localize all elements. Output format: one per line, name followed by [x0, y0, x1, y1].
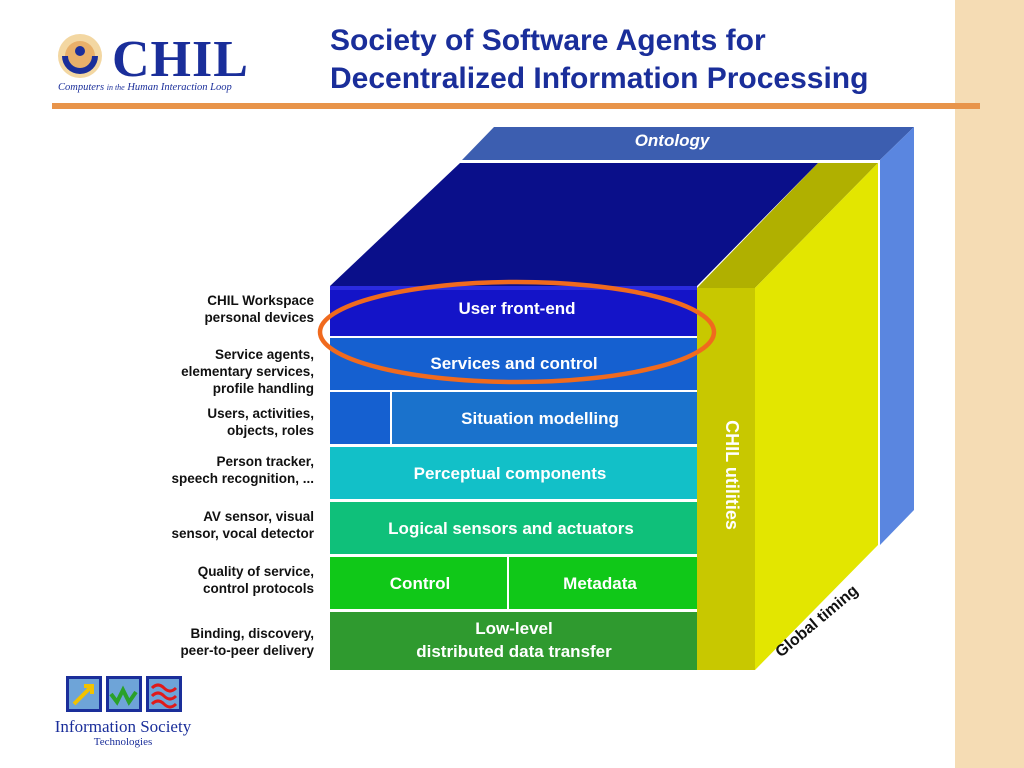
layer-control-label: Control — [390, 574, 450, 593]
ontology-side-face — [880, 127, 914, 545]
utilities-side-face — [755, 163, 878, 670]
highlight-ellipse — [317, 279, 717, 385]
ist-emblem-icon — [66, 676, 182, 712]
side-label-av-sensor: AV sensor, visual sensor, vocal detector — [120, 508, 314, 542]
utilities-front-face — [697, 288, 755, 670]
side-label-binding-line-1: Binding, discovery, — [190, 626, 314, 641]
chil-tagline: Computers in the Human Interaction Loop — [58, 82, 232, 93]
ist-text-line-2: Technologies — [93, 736, 153, 748]
layer-situation-modelling-block — [330, 392, 390, 444]
layer-services-control-label: Services and control — [430, 354, 597, 373]
layer-metadata-label: Metadata — [563, 574, 637, 593]
side-label-service-agents: Service agents, elementary services, pro… — [120, 346, 314, 397]
layer-logical-sensors — [330, 502, 697, 554]
side-label-service-agents-line-2: elementary services, — [181, 364, 314, 379]
side-label-quality-of-service: Quality of service, control protocols — [120, 563, 314, 597]
layer-metadata — [509, 557, 697, 609]
layer-perceptual-components-label: Perceptual components — [414, 464, 607, 483]
side-label-av-sensor-line-2: sensor, vocal detector — [171, 526, 314, 541]
slide-title-line-1: Society of Software Agents for — [330, 24, 766, 57]
side-label-binding: Binding, discovery, peer-to-peer deliver… — [120, 625, 314, 659]
layer-lowlevel-transfer — [330, 612, 697, 670]
layer-lowlevel-label-line-1: Low-level — [475, 619, 552, 638]
side-label-workspace-line-2: personal devices — [204, 310, 314, 325]
side-label-quality-of-service-line-2: control protocols — [203, 581, 314, 596]
side-label-person-tracker-line-1: Person tracker, — [216, 454, 314, 469]
chil-tagline-a: Computers — [58, 82, 105, 93]
slide-title-line-2: Decentralized Information Processing — [330, 62, 869, 95]
side-label-users-line-1: Users, activities, — [207, 406, 314, 421]
side-label-quality-of-service-line-1: Quality of service, — [197, 564, 314, 579]
ist-text-line-1: Information Society — [54, 717, 192, 736]
side-label-workspace-line-1: CHIL Workspace — [207, 293, 314, 308]
side-label-workspace: CHIL Workspace personal devices — [120, 292, 314, 326]
layer-user-frontend-label: User front-end — [458, 299, 575, 318]
chil-tagline-c: Human Interaction Loop — [127, 82, 232, 93]
ontology-top-face — [462, 127, 914, 160]
side-label-person-tracker: Person tracker, speech recognition, ... — [120, 453, 314, 487]
utilities-label: CHIL utilities — [722, 420, 742, 530]
side-label-binding-line-2: peer-to-peer delivery — [180, 643, 314, 658]
layer-situation-modelling-label: Situation modelling — [461, 409, 619, 428]
side-label-users: Users, activities, objects, roles — [120, 405, 314, 439]
title-underline — [52, 103, 980, 109]
layer-situation-modelling — [392, 392, 697, 444]
chil-emblem-icon — [58, 34, 102, 78]
ontology-label: Ontology — [635, 131, 711, 150]
chil-wordmark: CHIL — [112, 31, 249, 88]
cube-top-face — [330, 163, 818, 286]
right-sidebar-band — [955, 0, 1024, 768]
side-label-av-sensor-line-1: AV sensor, visual — [203, 509, 314, 524]
layer-control — [330, 557, 507, 609]
layer-perceptual-components — [330, 447, 697, 499]
layer-lowlevel-label-line-2: distributed data transfer — [416, 642, 612, 661]
side-label-service-agents-line-3: profile handling — [212, 381, 314, 396]
layer-logical-sensors-label: Logical sensors and actuators — [388, 519, 634, 538]
side-label-users-line-2: objects, roles — [226, 423, 314, 438]
slide-title: Society of Software Agents for Decentral… — [330, 22, 950, 98]
side-label-service-agents-line-1: Service agents, — [214, 347, 314, 362]
chil-tagline-b: in the — [106, 83, 125, 92]
chil-logo: CHIL Computers in the Human Interaction … — [52, 30, 262, 100]
ist-text: Information Society Technologies — [48, 718, 198, 749]
utilities-top-face — [697, 163, 878, 288]
ist-logo: Information Society Technologies — [48, 672, 198, 752]
side-label-person-tracker-line-2: speech recognition, ... — [171, 471, 314, 486]
